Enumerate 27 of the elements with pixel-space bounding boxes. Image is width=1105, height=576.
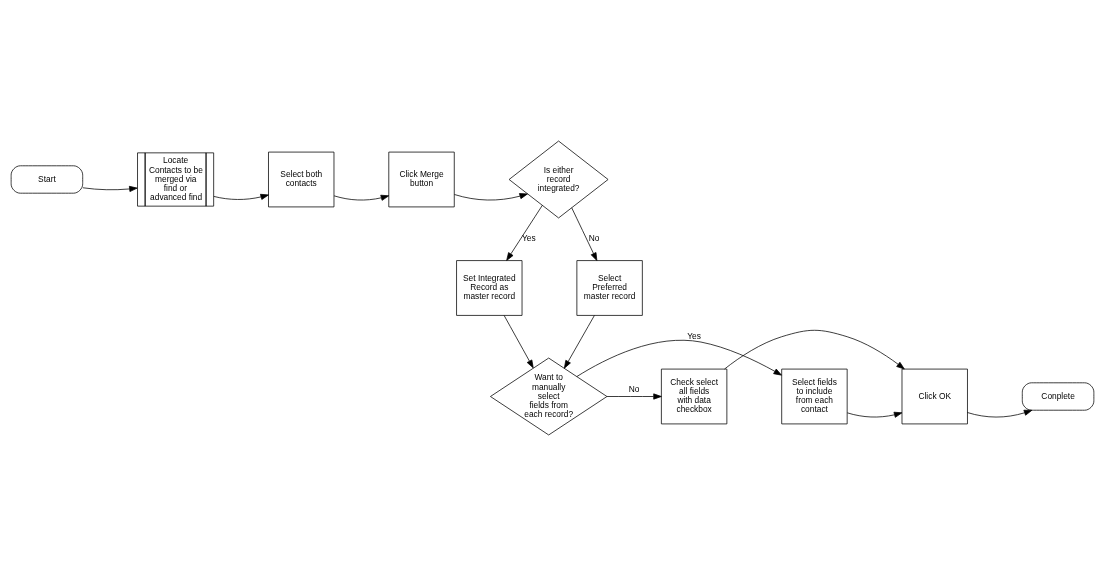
- arrow: [82, 185, 138, 192]
- arrow: [563, 315, 595, 369]
- arrow: [724, 329, 905, 370]
- arrow: [967, 409, 1033, 418]
- node-box: Start: [10, 165, 84, 194]
- arrow: [333, 194, 390, 201]
- edge-label: No: [628, 383, 640, 394]
- node-box: Conplete: [1021, 382, 1095, 411]
- node-box: Set Integrated Record as master record: [456, 260, 523, 316]
- arrow: [571, 207, 598, 261]
- edge-label: Yes: [522, 233, 536, 244]
- node-box: Select both contacts: [268, 151, 335, 208]
- arrow: [506, 204, 543, 261]
- node-box: Select fields to include from each contact: [781, 368, 848, 425]
- node-box: Click OK: [901, 368, 968, 425]
- arrow: [846, 411, 903, 418]
- node-diamond: Is either record integrated?: [508, 140, 609, 219]
- arrow: [454, 193, 528, 201]
- arrow: [576, 339, 782, 377]
- arrow: [606, 393, 662, 400]
- edge-label: No: [588, 233, 600, 244]
- node-box: Check select all fields with data checkbox: [661, 368, 728, 425]
- arrow: [213, 193, 269, 200]
- arrow: [503, 315, 534, 369]
- edge-label: Yes: [687, 330, 701, 341]
- node-box: Click Merge button: [388, 151, 455, 208]
- node-box: Select Preferred master record: [576, 260, 643, 316]
